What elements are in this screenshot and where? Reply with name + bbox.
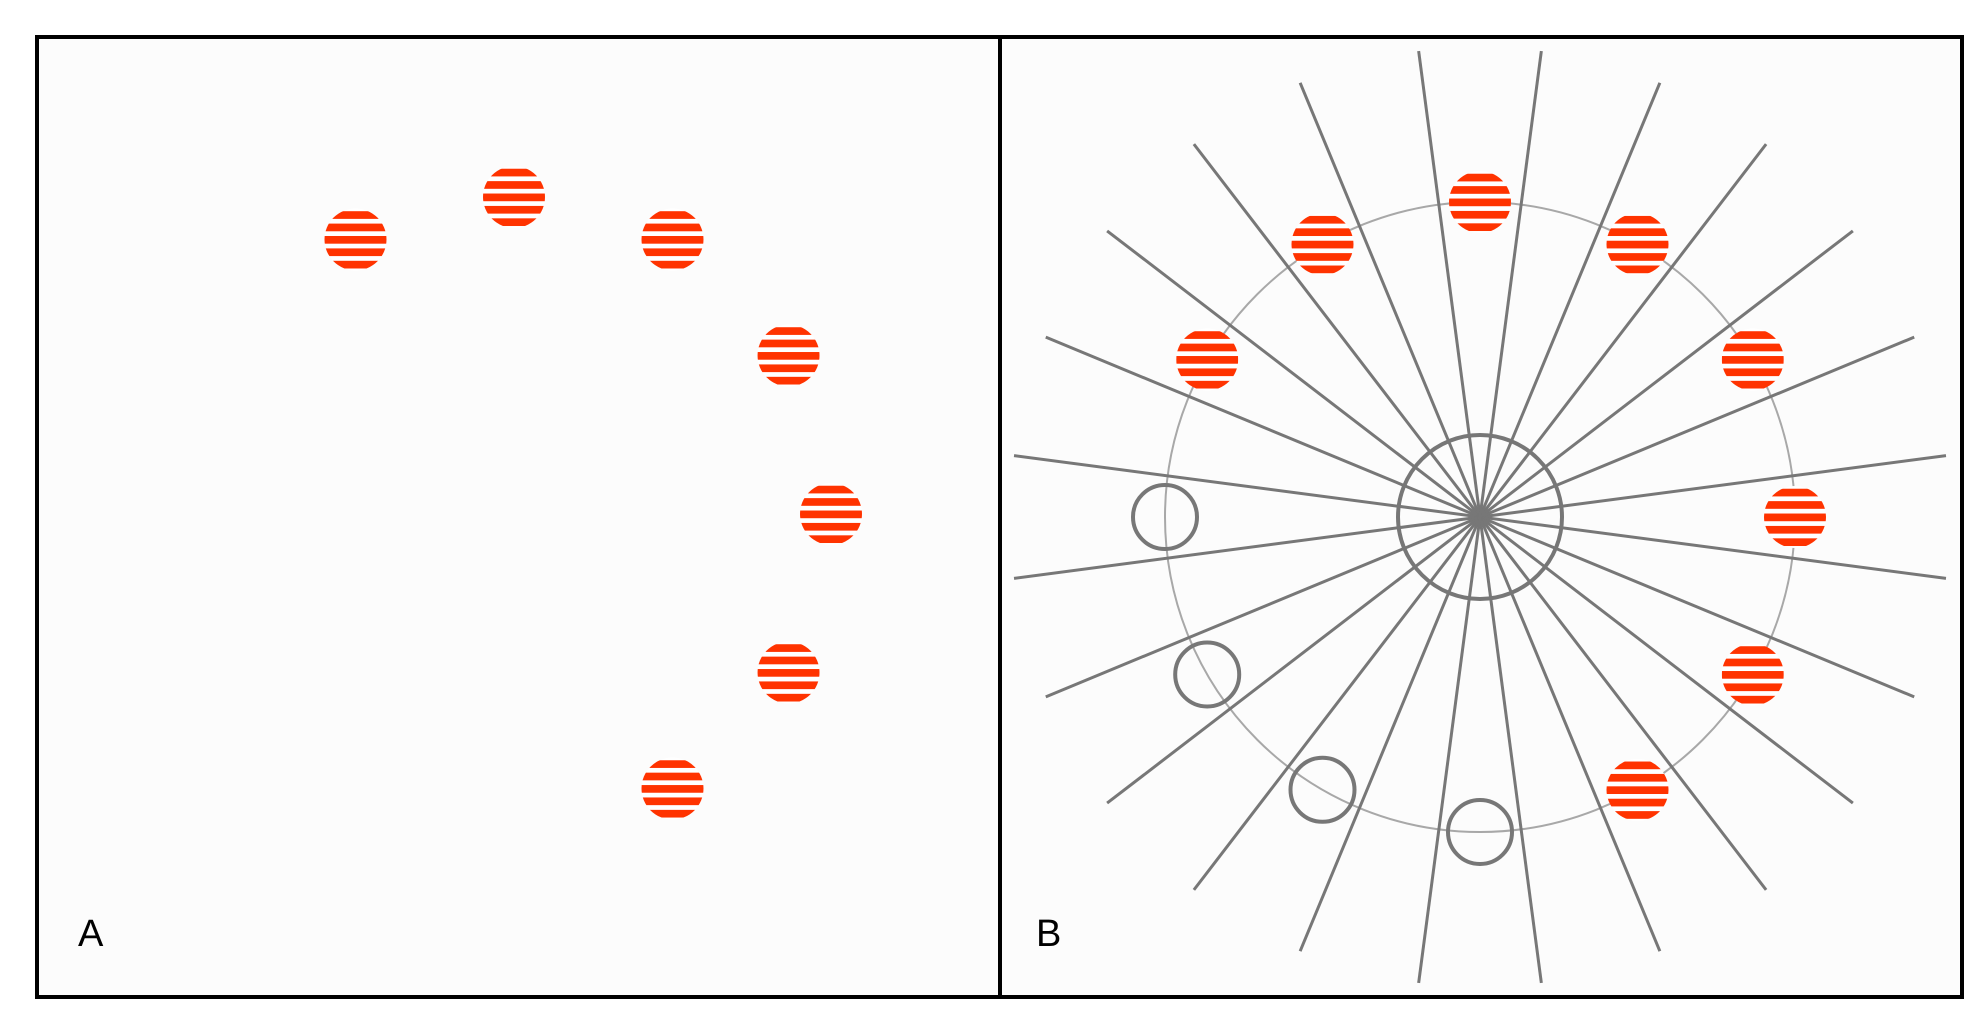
panel-a: A [35, 35, 1002, 999]
red-white-striped-disc-icon [1176, 328, 1239, 391]
red-white-striped-disc-icon [757, 324, 820, 387]
red-white-striped-disc-icon [1291, 213, 1354, 276]
red-white-striped-disc-icon [483, 166, 545, 228]
panel-b-label: B [1036, 913, 1061, 955]
panel-b-discs [1176, 171, 1826, 821]
spoke-line [1417, 50, 1543, 984]
red-white-striped-disc-icon [1449, 171, 1511, 233]
red-white-striped-disc-icon [1606, 213, 1669, 276]
red-white-striped-disc-icon [1606, 758, 1669, 821]
panel-b-empty-rings [1131, 483, 1514, 866]
empty-ring-icon [1131, 483, 1199, 551]
panel-a-label: A [78, 913, 104, 955]
empty-ring-icon [1173, 640, 1242, 709]
red-white-striped-disc-icon [324, 208, 387, 271]
empty-ring-icon [1288, 755, 1357, 824]
red-white-striped-disc-icon [1721, 643, 1784, 706]
red-white-striped-disc-icon [1721, 328, 1784, 391]
panel-a-discs [324, 166, 862, 820]
red-white-striped-disc-icon [757, 641, 820, 704]
empty-ring-icon [1446, 798, 1514, 866]
red-white-striped-disc-icon [641, 757, 704, 820]
red-white-striped-disc-icon [641, 208, 704, 271]
red-white-striped-disc-icon [800, 483, 862, 545]
red-white-striped-disc-icon [1764, 486, 1826, 548]
panel-b: B [998, 35, 1964, 999]
panel-b-spokes [1013, 50, 1947, 984]
center-ring [1396, 433, 1564, 601]
